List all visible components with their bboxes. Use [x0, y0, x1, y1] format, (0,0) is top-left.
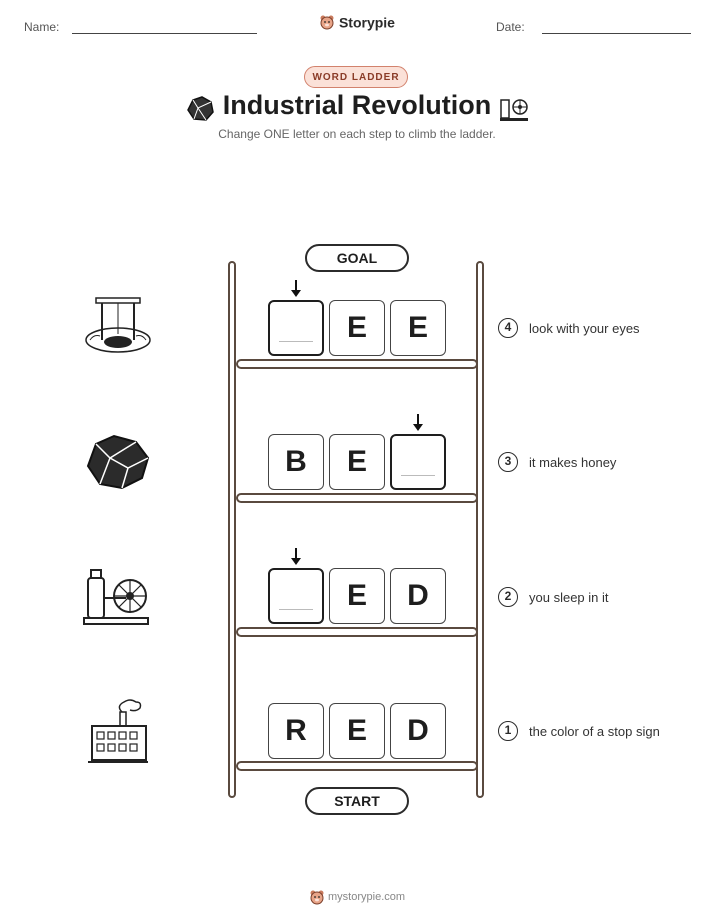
- step-clue: look with your eyes: [529, 321, 640, 336]
- ladder-rail-left: [228, 261, 236, 798]
- page-title: Industrial Revolution: [222, 90, 492, 120]
- start-label: START: [305, 787, 409, 815]
- ladder-rung: [236, 493, 478, 503]
- ladder-rail-right: [476, 261, 484, 798]
- brand-name: Storypie: [338, 14, 395, 31]
- ladder-rung: [236, 761, 478, 771]
- letter-input-tile[interactable]: [268, 568, 324, 624]
- storypie-bear-icon: [320, 15, 334, 30]
- step-number: 2: [498, 587, 518, 607]
- name-label: Name:: [24, 20, 60, 34]
- step-clue: it makes honey: [529, 455, 617, 470]
- letter-tile: D: [390, 703, 446, 759]
- step-number: 1: [498, 721, 518, 741]
- step-number: 3: [498, 452, 518, 472]
- arrow-down-icon: [291, 548, 301, 565]
- step-clue: the color of a stop sign: [529, 724, 660, 739]
- footer: mystorypie.com: [0, 889, 714, 905]
- date-label: Date:: [496, 20, 525, 34]
- step-clue: you sleep in it: [529, 590, 609, 605]
- coal-lump-icon: [187, 96, 214, 121]
- steam-engine-icon: [500, 99, 528, 121]
- letter-tile: E: [329, 434, 385, 490]
- letter-input-tile[interactable]: [390, 434, 446, 490]
- factory-icon: [88, 699, 148, 763]
- letter-tile: D: [390, 568, 446, 624]
- arrow-down-icon: [291, 280, 301, 297]
- letter-tile: B: [268, 434, 324, 490]
- name-line[interactable]: [72, 33, 257, 34]
- date-line[interactable]: [542, 33, 691, 34]
- arrow-down-icon: [413, 414, 423, 431]
- letter-tile: R: [268, 703, 324, 759]
- letter-tile: E: [390, 300, 446, 356]
- step-number: 4: [498, 318, 518, 338]
- letter-tile: E: [329, 703, 385, 759]
- letter-tile: E: [329, 568, 385, 624]
- coal-lump-icon: [86, 434, 150, 490]
- letter-tile: E: [329, 300, 385, 356]
- ladder-rung: [236, 359, 478, 369]
- goal-label: GOAL: [305, 244, 409, 272]
- word-ladder-badge: WORD LADDER: [304, 66, 408, 88]
- mine-shaft-icon: [85, 297, 151, 353]
- steam-engine-icon: [83, 569, 149, 625]
- brand-logo: Storypie: [0, 13, 714, 30]
- storypie-bear-icon: [310, 890, 324, 905]
- ladder-rung: [236, 627, 478, 637]
- letter-input-tile[interactable]: [268, 300, 324, 356]
- page-subtitle: Change ONE letter on each step to climb …: [218, 127, 496, 141]
- footer-url[interactable]: mystorypie.com: [328, 891, 406, 903]
